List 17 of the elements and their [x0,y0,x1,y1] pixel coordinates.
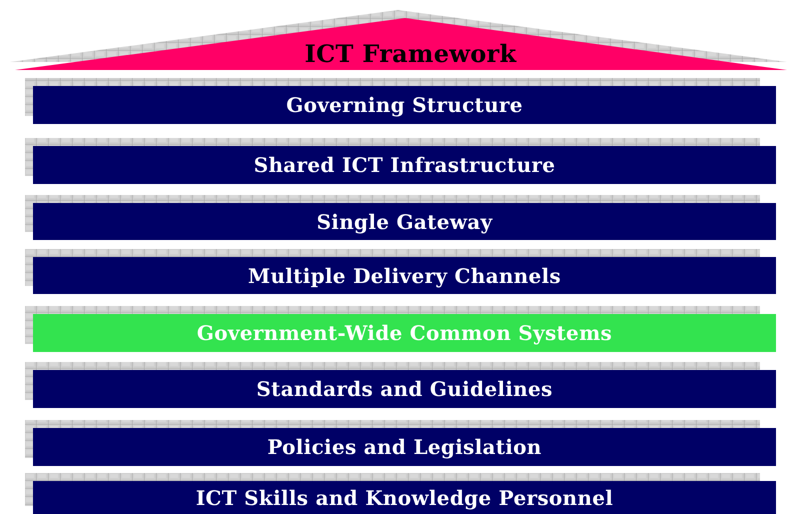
layer-label: Government-Wide Common Systems [196,321,612,345]
layer-label: ICT Skills and Knowledge Personnel [196,486,614,510]
layer-bar [33,146,776,184]
layer-label: Single Gateway [316,210,492,234]
layer-bar [33,314,776,352]
layer-bar [33,481,776,514]
layer-bar [33,86,776,124]
roof-title: ICT Framework [304,39,516,68]
layer-label: Governing Structure [286,93,523,117]
layer-label: Shared ICT Infrastructure [254,153,556,177]
layer-bar [33,203,776,240]
layer-bar [33,428,776,466]
layer-label: Multiple Delivery Channels [248,264,561,288]
layer-label: Standards and Guidelines [256,377,553,401]
layer-bar [33,370,776,408]
layer-label: Policies and Legislation [267,435,542,459]
layer-bar [33,257,776,294]
